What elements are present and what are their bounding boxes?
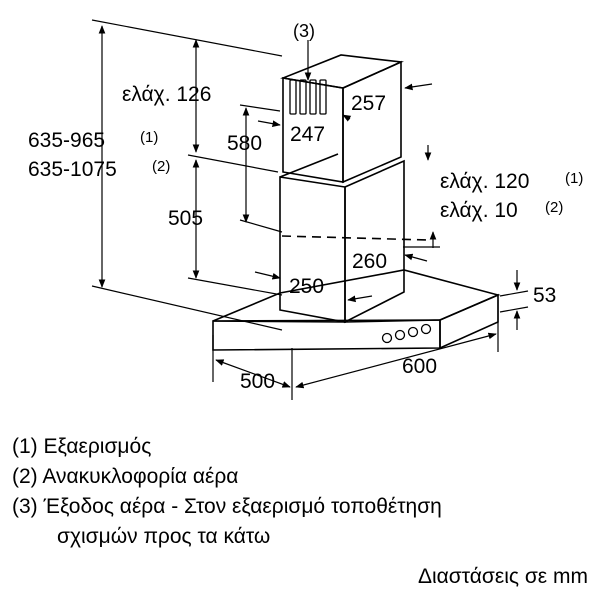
d260-label: 260 bbox=[352, 250, 387, 273]
min-126-label: ελάχ. 126 bbox=[122, 83, 211, 106]
dimension-lines bbox=[98, 25, 521, 389]
lower-chimney-side bbox=[344, 159, 405, 324]
control-buttons bbox=[381, 323, 432, 344]
d53-label: 53 bbox=[533, 284, 556, 307]
legend-item-1: (1) Εξαερισμός bbox=[12, 435, 152, 458]
d257-label: 257 bbox=[351, 92, 386, 115]
d600-dimension bbox=[295, 332, 497, 389]
height-range-1-note: (1) bbox=[140, 129, 158, 146]
dimension-labels: (3) ελάχ. 126 257 580 247 635-965 (1) 63… bbox=[28, 21, 583, 393]
d250-label: 250 bbox=[289, 275, 324, 298]
range-hood-dimension-drawing: (3) ελάχ. 126 257 580 247 635-965 (1) 63… bbox=[28, 19, 583, 400]
legend-item-3-continued: σχισμών προς τα κάτω bbox=[57, 525, 271, 548]
upper-chimney-top bbox=[280, 54, 404, 89]
lower-chimney-front bbox=[279, 176, 346, 323]
legend: (1) Εξαερισμός (2) Ανακυκλοφορία αέρα (3… bbox=[12, 432, 442, 552]
height-range-2-label: 635-1075 bbox=[28, 158, 117, 181]
d500-label: 500 bbox=[240, 370, 275, 393]
overlap-dashed-line bbox=[281, 235, 429, 241]
extension-lines bbox=[91, 19, 529, 400]
d580-label: 580 bbox=[227, 132, 262, 155]
upper-chimney-side bbox=[342, 60, 402, 184]
legend-item-3: (3) Έξοδος αέρα - Στον εξαερισμό τοποθέτ… bbox=[12, 495, 442, 518]
d247-label: 247 bbox=[290, 123, 325, 146]
air-outlet-slots bbox=[289, 79, 327, 115]
d505-label: 505 bbox=[168, 207, 203, 230]
min-120-note: (1) bbox=[565, 170, 583, 187]
canopy-front bbox=[212, 319, 441, 351]
d500-dimension bbox=[215, 359, 291, 388]
units-note: Διαστάσεις σε mm bbox=[417, 565, 588, 588]
min-10-note: (2) bbox=[545, 199, 563, 216]
hood-outline bbox=[212, 54, 501, 351]
legend-item-2: (2) Ανακυκλοφορία αέρα bbox=[12, 465, 239, 488]
min-120-label: ελάχ. 120 bbox=[440, 170, 529, 193]
height-range-1-label: 635-965 bbox=[28, 129, 105, 152]
min-10-label: ελάχ. 10 bbox=[440, 199, 518, 222]
callout-3-label: (3) bbox=[293, 21, 315, 41]
height-range-2-note: (2) bbox=[152, 158, 170, 175]
d600-label: 600 bbox=[402, 355, 437, 378]
canopy-side bbox=[439, 293, 499, 350]
